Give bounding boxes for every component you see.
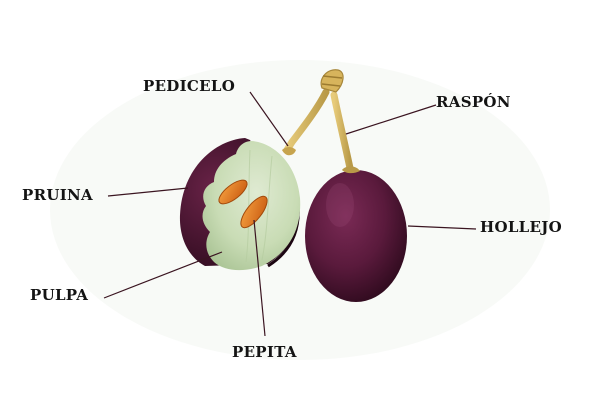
whole-grape	[305, 170, 407, 302]
leader-pepita	[253, 219, 266, 337]
seed-lower	[240, 195, 268, 229]
stem-knot-detail	[321, 75, 343, 87]
label-pedicelo: PEDICELO	[143, 77, 236, 95]
leader-pedicelo	[249, 91, 289, 147]
label-pulpa: PULPA	[30, 286, 89, 304]
leader-pulpa	[103, 251, 223, 299]
leader-raspon	[345, 104, 437, 135]
pedicelo-tip	[282, 147, 296, 156]
label-hollejo: HOLLEJO	[480, 218, 563, 236]
stem-left-branch	[283, 88, 330, 154]
leader-pruina	[107, 187, 189, 197]
stem-attach-right	[342, 166, 360, 174]
stem-right-branch	[330, 91, 354, 172]
stem	[282, 69, 354, 172]
label-pepita: PEPITA	[232, 343, 297, 361]
whole-grape-highlight	[326, 183, 354, 227]
label-raspon: RASPÓN	[436, 93, 511, 111]
stem-top-knot	[320, 69, 344, 93]
seed-upper	[218, 179, 248, 205]
leader-hollejo	[407, 225, 477, 230]
leader-lines	[103, 91, 477, 337]
label-pruina: PRUINA	[22, 186, 93, 204]
